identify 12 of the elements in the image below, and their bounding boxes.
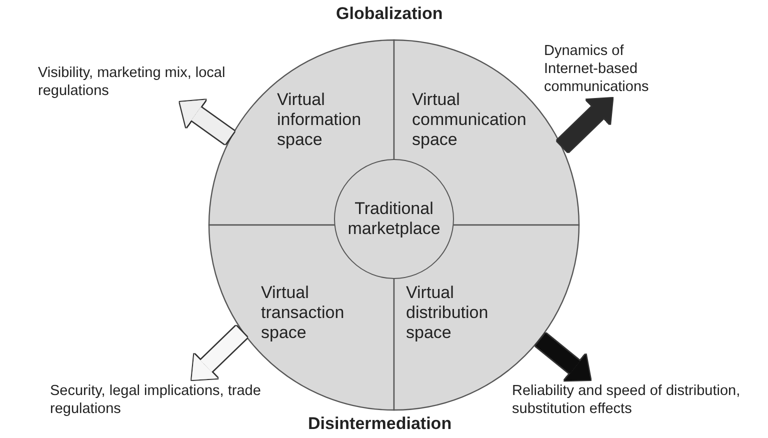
axis-heading: Disintermediation bbox=[308, 414, 452, 434]
block-arrow bbox=[557, 98, 613, 152]
quadrant-label: Virtual information space bbox=[277, 90, 362, 150]
effect-note: Security, legal implications, trade regulations bbox=[50, 382, 290, 418]
quadrant-label: Virtual transaction space bbox=[261, 283, 346, 343]
effect-note: Reliability and speed of distribution, substitution effects bbox=[512, 382, 768, 418]
effect-note: Dynamics of Internet-based communications bbox=[544, 42, 676, 96]
axis-heading: Globalization bbox=[336, 4, 443, 24]
quadrant-label: Virtual distribution space bbox=[406, 283, 490, 343]
center-label: Traditional marketplace bbox=[346, 199, 442, 239]
quadrant-label: Virtual communication space bbox=[412, 90, 528, 150]
effect-note: Visibility, marketing mix, local regulations bbox=[38, 64, 238, 100]
